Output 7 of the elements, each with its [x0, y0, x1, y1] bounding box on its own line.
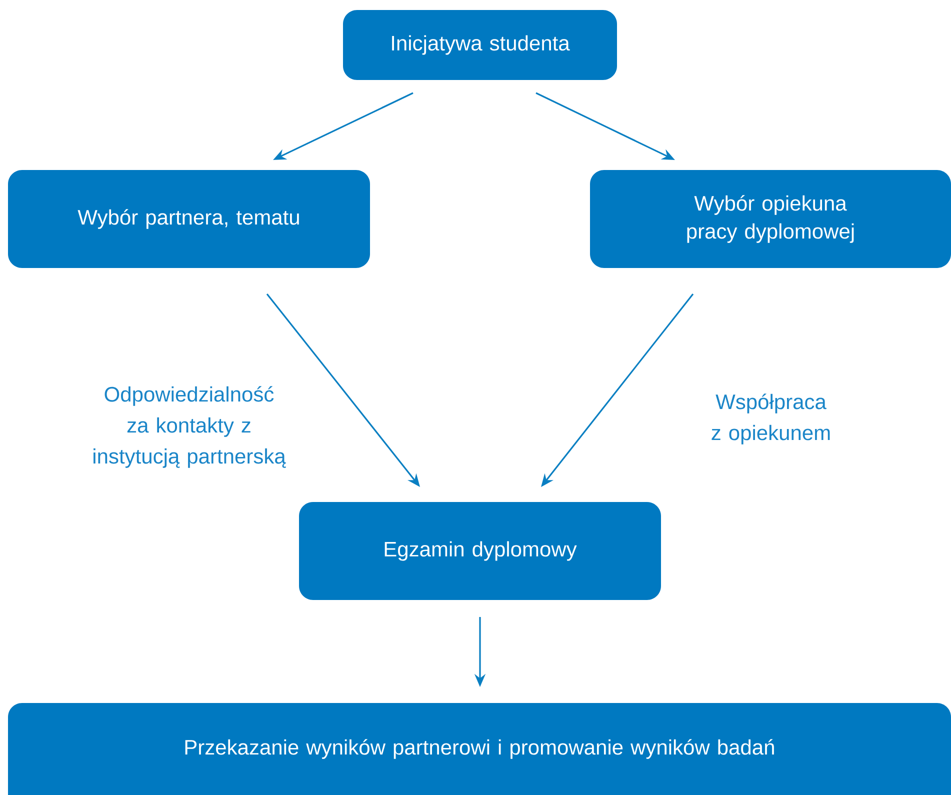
process-box: Wybór partnera, tematu [8, 170, 370, 268]
process-box: Inicjatywa studenta [343, 10, 617, 80]
process-box: Wybór opiekuna pracy dyplomowej [590, 170, 951, 268]
edge-label: Współpraca z opiekunem [712, 394, 830, 444]
edge-label: Odpowiedzialność za kontakty z instytucją partnerską [94, 386, 286, 468]
process-box: Przekazanie wyników partnerowi i promowanie wyników badań [8, 702, 951, 795]
process-box: Egzamin dyplomowy [299, 502, 661, 600]
